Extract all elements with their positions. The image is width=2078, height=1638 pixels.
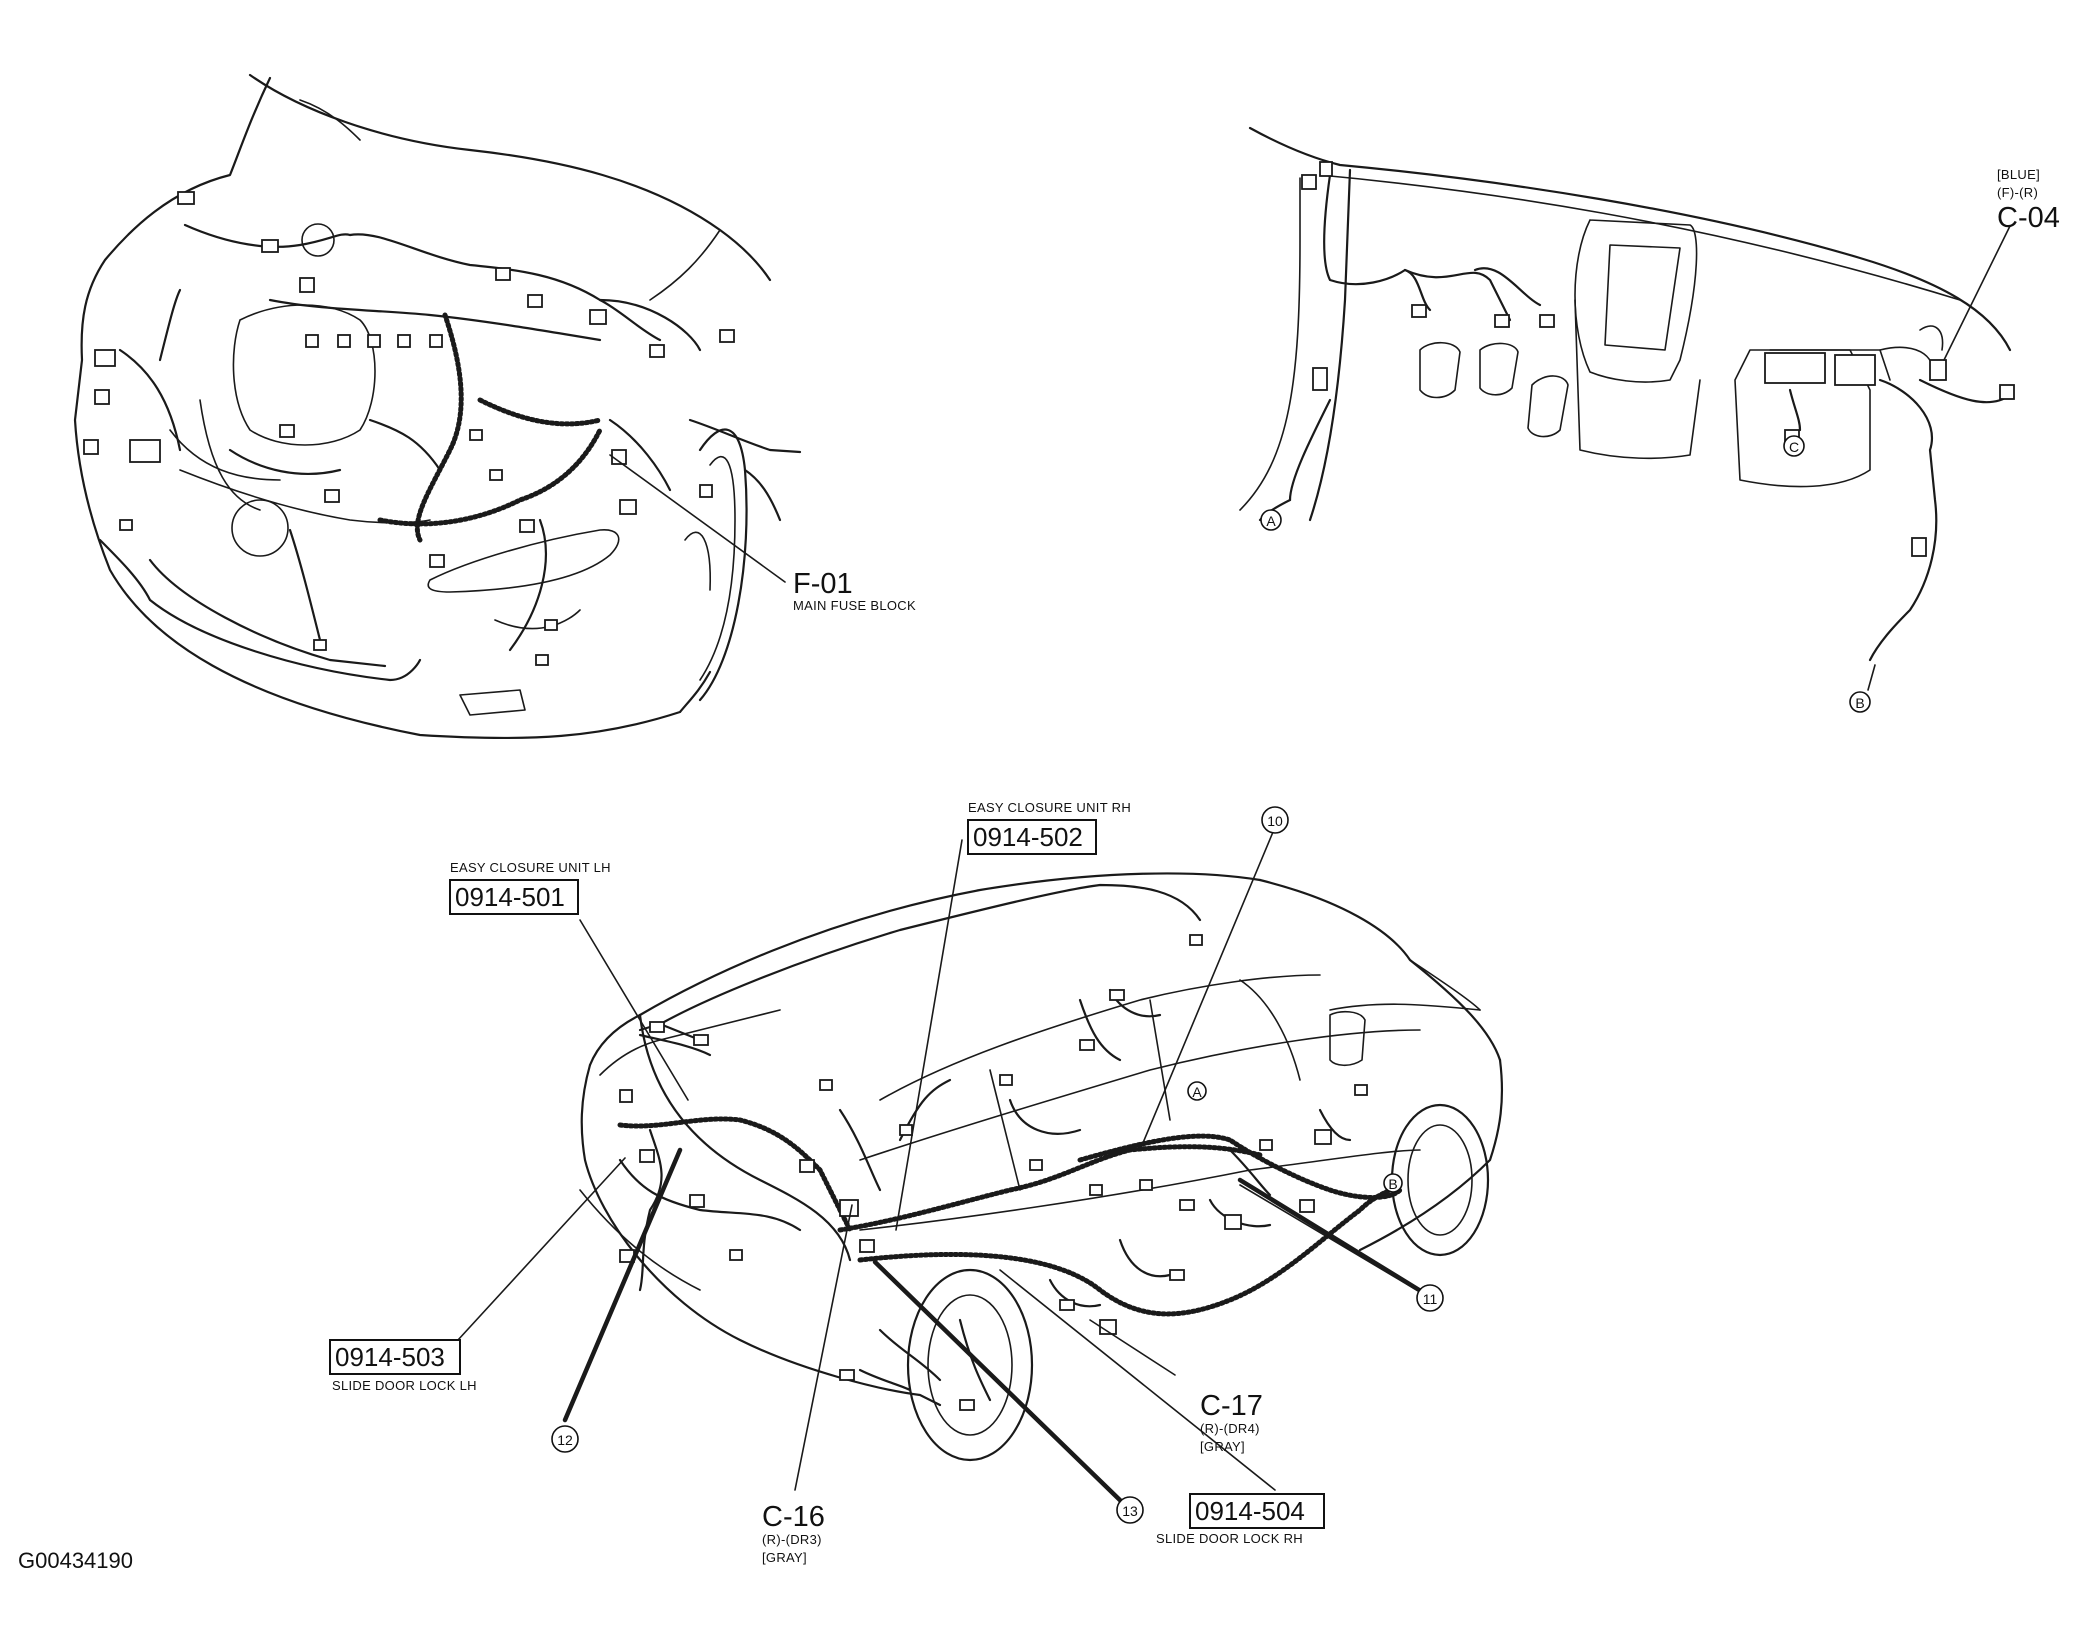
- c17-color: [GRAY]: [1200, 1439, 1245, 1454]
- f01-description: MAIN FUSE BLOCK: [793, 598, 916, 613]
- c17-code: C-17: [1200, 1390, 1263, 1422]
- sdl-rh-code: 0914-504: [1195, 1496, 1305, 1526]
- ecu-rh-code-box: [967, 819, 1097, 855]
- callout-b-car-label: B: [1388, 1176, 1397, 1192]
- ecu-lh-code: 0914-501: [455, 882, 565, 912]
- c04-code: C-04: [1997, 202, 2060, 234]
- callout-a-car: [1187, 1081, 1207, 1101]
- callout-13-label: 13: [1122, 1503, 1138, 1519]
- engine-bay-view: [73, 73, 802, 740]
- sdl-rh-description: SLIDE DOOR LOCK RH: [1156, 1531, 1303, 1546]
- ecu-lh-description: EASY CLOSURE UNIT LH: [450, 860, 611, 875]
- callout-a-car-label: A: [1192, 1084, 1202, 1100]
- sdl-rh-code-box: [1189, 1493, 1325, 1529]
- sdl-lh-code: 0914-503: [335, 1342, 445, 1372]
- c04-route: (F)-(R): [1997, 185, 2038, 200]
- ecu-lh-code-box: [449, 879, 579, 915]
- callout-12-label: 12: [557, 1432, 573, 1448]
- callout-b-top-label: B: [1855, 695, 1864, 711]
- callout-10: [1261, 806, 1289, 834]
- figure-id: G00434190: [18, 1548, 133, 1573]
- callout-11-label: 11: [1423, 1291, 1438, 1307]
- vehicle-body-view: A B: [457, 831, 1504, 1508]
- c16-route: (R)-(DR3): [762, 1532, 822, 1547]
- callout-a-top-label: A: [1266, 513, 1276, 529]
- callout-b-top: [1849, 691, 1871, 713]
- callout-c-label: C: [1789, 439, 1799, 455]
- sdl-lh-code-box: [329, 1339, 461, 1375]
- callout-13: [1116, 1496, 1144, 1524]
- ecu-rh-description: EASY CLOSURE UNIT RH: [968, 800, 1131, 815]
- callout-10-label: 10: [1267, 813, 1283, 829]
- callout-a-top: [1260, 509, 1282, 531]
- c16-color: [GRAY]: [762, 1550, 807, 1565]
- callout-b-car: [1383, 1173, 1403, 1193]
- callout-11: [1416, 1284, 1444, 1312]
- dashboard-view: A B C: [1239, 126, 2015, 713]
- ecu-rh-code: 0914-502: [973, 822, 1083, 852]
- f01-code: F-01: [793, 568, 853, 600]
- c04-color: [BLUE]: [1997, 167, 2040, 182]
- c17-route: (R)-(DR4): [1200, 1421, 1260, 1436]
- callout-12: [551, 1425, 579, 1453]
- c16-code: C-16: [762, 1501, 825, 1533]
- sdl-lh-description: SLIDE DOOR LOCK LH: [332, 1378, 477, 1393]
- callout-c: [1783, 435, 1805, 457]
